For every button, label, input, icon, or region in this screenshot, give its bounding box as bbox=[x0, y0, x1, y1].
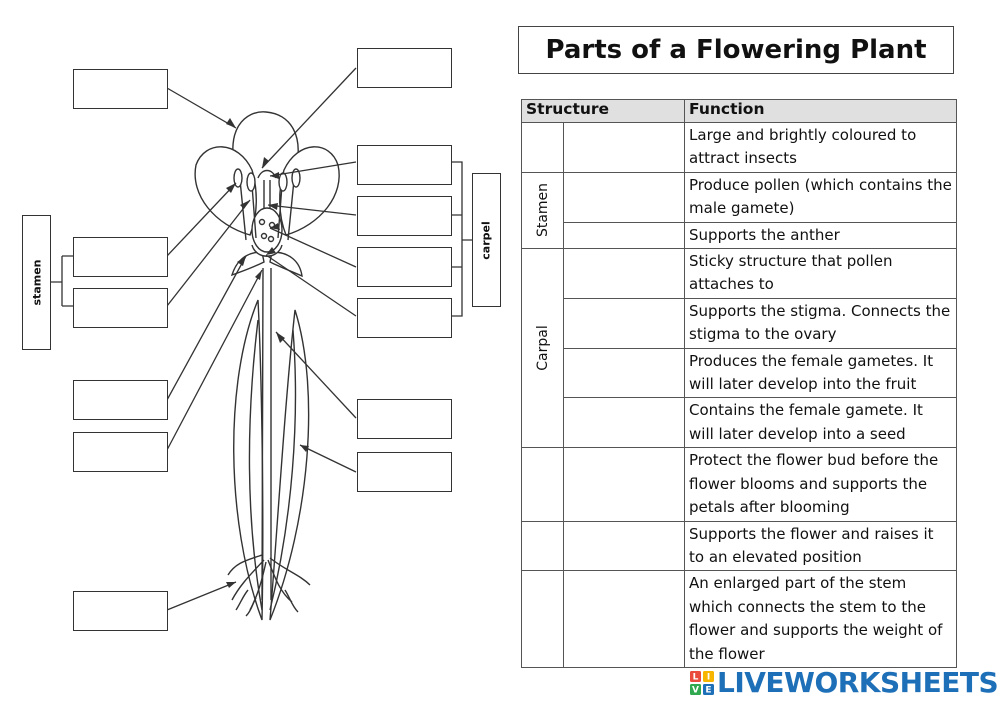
function-cell: Large and brightly coloured to attract i… bbox=[684, 122, 957, 173]
structure-function-table: Structure Function Large and brightly co… bbox=[520, 99, 957, 668]
group-cell bbox=[521, 570, 564, 668]
table-row: Produces the female gametes. It will lat… bbox=[522, 347, 957, 399]
label-box-leaf[interactable] bbox=[357, 452, 452, 492]
table-row: Supports the flower and raises it to an … bbox=[521, 520, 957, 572]
table-row: Supports the anther bbox=[522, 221, 957, 250]
table-row: Supports the stigma. Connects the stigma… bbox=[522, 297, 957, 349]
label-box-anther[interactable] bbox=[73, 237, 168, 277]
label-box-stigma[interactable] bbox=[357, 145, 452, 185]
label-box-petal[interactable] bbox=[73, 69, 168, 109]
table-row: Large and brightly coloured to attract i… bbox=[521, 122, 957, 173]
title-box: Parts of a Flowering Plant bbox=[518, 26, 954, 74]
answer-cell[interactable] bbox=[562, 347, 686, 399]
table-row: An enlarged part of the stem which conne… bbox=[521, 570, 957, 668]
leaf-left bbox=[233, 299, 264, 621]
header-function: Function bbox=[684, 99, 957, 123]
page-title: Parts of a Flowering Plant bbox=[545, 35, 927, 65]
filament-left bbox=[239, 179, 257, 241]
label-box-filament[interactable] bbox=[73, 288, 168, 328]
stem bbox=[261, 267, 272, 601]
carpel-tag-label: carpel bbox=[480, 220, 494, 260]
answer-cell[interactable] bbox=[562, 221, 686, 250]
answer-cell[interactable] bbox=[562, 248, 686, 299]
group-cell-stamen: Stamen bbox=[521, 171, 564, 250]
svg-text:E: E bbox=[705, 685, 711, 695]
label-box-style[interactable] bbox=[357, 196, 452, 236]
group-label-carpal: Carpal bbox=[534, 325, 551, 371]
group-cell bbox=[521, 447, 564, 522]
label-box-ovule[interactable] bbox=[357, 298, 452, 338]
liveworksheets-logo: L I V E LIVEWORKSHEETS bbox=[690, 666, 999, 699]
answer-cell[interactable] bbox=[562, 447, 686, 522]
stamen-tag-label: stamen bbox=[30, 259, 44, 306]
function-cell: Sticky structure that pollen attaches to bbox=[684, 248, 957, 299]
carpel-group-tag: carpel bbox=[472, 173, 501, 307]
arrow-heads bbox=[226, 118, 309, 588]
table-row: Contains the female gamete. It will late… bbox=[522, 397, 957, 449]
function-cell: Protect the flower bud before the flower… bbox=[684, 447, 957, 522]
leaf-right bbox=[269, 309, 310, 621]
function-cell: Supports the stigma. Connects the stigma… bbox=[684, 297, 957, 349]
ovary bbox=[251, 207, 283, 253]
answer-cell[interactable] bbox=[562, 297, 686, 349]
answer-cell[interactable] bbox=[562, 397, 686, 449]
function-cell: Produces the female gametes. It will lat… bbox=[684, 347, 957, 399]
sepal-left bbox=[230, 251, 265, 277]
flower-diagram bbox=[50, 67, 472, 621]
answer-cell[interactable] bbox=[562, 171, 686, 223]
label-box-sepal[interactable] bbox=[73, 380, 168, 420]
svg-text:L: L bbox=[693, 672, 699, 682]
answer-cell[interactable] bbox=[562, 570, 686, 668]
function-cell: Contains the female gamete. It will late… bbox=[684, 397, 957, 449]
group-cell bbox=[521, 520, 564, 572]
label-box-root[interactable] bbox=[73, 591, 168, 631]
header-structure: Structure bbox=[520, 99, 686, 123]
function-cell: Supports the anther bbox=[684, 221, 957, 250]
answer-cell[interactable] bbox=[562, 520, 686, 572]
group-cell bbox=[521, 122, 564, 173]
table-header-row: Structure Function bbox=[520, 99, 957, 123]
label-box-ovary[interactable] bbox=[357, 247, 452, 287]
anther bbox=[233, 168, 243, 188]
logo-wordmark: LIVEWORKSHEETS bbox=[717, 666, 999, 699]
answer-cell[interactable] bbox=[562, 122, 686, 173]
function-cell: Produce pollen (which contains the male … bbox=[684, 171, 957, 223]
function-cell: An enlarged part of the stem which conne… bbox=[684, 570, 957, 668]
table-row: Carpal Sticky structure that pollen atta… bbox=[521, 248, 957, 449]
label-box-stem[interactable] bbox=[357, 399, 452, 439]
svg-text:V: V bbox=[692, 685, 699, 695]
logo-icon: L I V E bbox=[690, 670, 714, 695]
petal-back bbox=[232, 111, 299, 173]
group-label-stamen: Stamen bbox=[534, 183, 551, 238]
style bbox=[263, 180, 271, 208]
stamen-group-tag: stamen bbox=[22, 215, 51, 350]
table-row: Stamen Produce pollen (which contains th… bbox=[521, 171, 957, 250]
svg-text:I: I bbox=[707, 672, 710, 682]
roots bbox=[227, 554, 311, 617]
label-box-top[interactable] bbox=[357, 48, 452, 88]
function-cell: Supports the flower and raises it to an … bbox=[684, 520, 957, 572]
sepal-right bbox=[269, 251, 303, 278]
group-cell-carpal: Carpal bbox=[521, 248, 564, 449]
pointer-lines bbox=[50, 67, 472, 611]
label-box-receptacle[interactable] bbox=[73, 432, 168, 472]
table-row: Protect the flower bud before the flower… bbox=[521, 447, 957, 522]
